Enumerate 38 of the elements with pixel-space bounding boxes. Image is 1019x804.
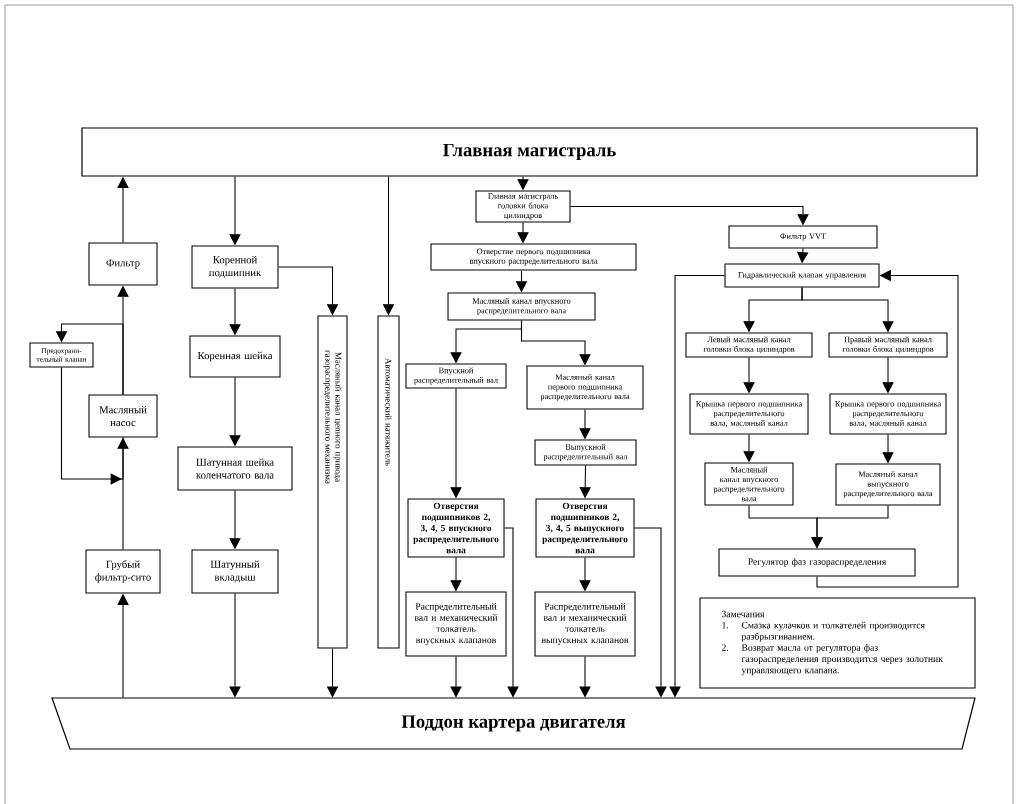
process-box: Левый масляный канал головки блока цилиндров — [685, 332, 813, 358]
process-box: Отверстия подшипников 2, 3, 4, 5 выпускного распределительного вала — [535, 498, 635, 558]
process-box: Коренная шейка — [189, 335, 281, 378]
process-box: Распределительный вал и механический толкатель впускных клапанов — [405, 591, 507, 657]
process-box: Гидравлический клапан управления — [724, 263, 880, 288]
arrow — [669, 274, 725, 698]
vertical-box: Масляный канал цепного привода газораспределительного механизма — [317, 315, 348, 649]
process-box: Грубый фильтр-сито — [85, 549, 161, 594]
process-box: Правый масляный канал головки блока цилиндров — [828, 332, 948, 358]
notes-box: Замечания 1. Смазка кулачков и толкателей производится разбрызгиванием. 2. Возврат масла от регулятора фаз газораспределения производится через золотник управляющего клапана. — [699, 597, 976, 689]
arrow — [229, 593, 241, 698]
process-box: Масляный канал выпускного распределительного вала — [835, 463, 941, 506]
vertical-box: Автоматический натяжитель — [377, 315, 400, 649]
header-box: Главная магистраль — [81, 127, 978, 177]
process-box: Крышка первого подшипника распределительного вала, масляный канал — [829, 393, 947, 435]
arrow — [579, 656, 591, 698]
process-box: Отверстие первого подшипника впускного распределительного вала — [430, 243, 637, 271]
process-box: Крышка первого подшипника распределительного вала, масляный канал — [689, 393, 809, 435]
arrow — [450, 656, 462, 698]
process-box: Регулятор фаз газораспределения — [718, 548, 916, 577]
process-box: Масляный насос — [88, 394, 158, 438]
process-box: Фильтр — [88, 242, 158, 286]
process-box: Главная магистраль головки блока цилиндров — [475, 190, 571, 223]
process-box: Шатунный вкладыш — [191, 549, 279, 594]
process-box: Распределительный вал и механический толкатель выпускных клапанов — [534, 591, 636, 657]
process-box: Масляный канал впускного распределительного вала — [447, 292, 596, 321]
process-box: Впускной распределительный вал — [405, 363, 507, 389]
process-box: Выпускной распределительный вал — [534, 439, 637, 466]
process-box: Коренной подшипник — [191, 245, 279, 289]
arrow — [634, 527, 667, 698]
process-box: Шатунная шейка коленчатого вала — [177, 446, 293, 491]
process-box: Масляный канал первого подшипника распределительного вала — [526, 365, 644, 410]
process-box: Фильтр VVT — [728, 225, 878, 249]
process-box: Отверстия подшипников 2, 3, 4, 5 впускного распределительного вала — [407, 498, 505, 558]
arrow — [504, 527, 519, 698]
process-box: Масляный канал впускного распределительного вала — [704, 462, 794, 506]
trapezoid-box: Поддон картера двигателя — [51, 697, 976, 750]
arrow — [60, 367, 124, 485]
